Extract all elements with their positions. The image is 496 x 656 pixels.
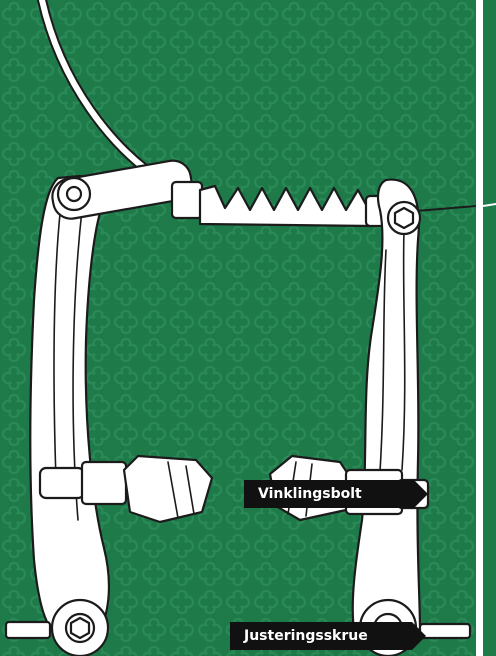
v-brake-diagram xyxy=(0,0,476,656)
adjacent-panel-fill xyxy=(483,0,496,656)
diagram-panel xyxy=(0,0,476,656)
noodle-end xyxy=(172,182,202,218)
right-spring-pin xyxy=(420,624,470,638)
label-adjust-screw-text: Justeringsskrue xyxy=(244,628,368,644)
cable-fixing-bolt-head xyxy=(395,208,413,228)
left-pad-stud xyxy=(40,468,84,498)
label-angle-bolt-text: Vinklingsbolt xyxy=(258,486,362,502)
adjacent-panel-edge xyxy=(483,0,496,656)
left-pad-washer xyxy=(82,462,126,504)
left-top-pivot-hole xyxy=(67,187,81,201)
label-angle-bolt: Vinklingsbolt xyxy=(244,480,428,508)
left-pivot-bolt-head xyxy=(71,618,89,638)
label-adjust-screw: Justeringsskrue xyxy=(230,622,426,650)
left-spring-pin xyxy=(6,622,50,638)
right-edge-strip xyxy=(476,0,496,656)
